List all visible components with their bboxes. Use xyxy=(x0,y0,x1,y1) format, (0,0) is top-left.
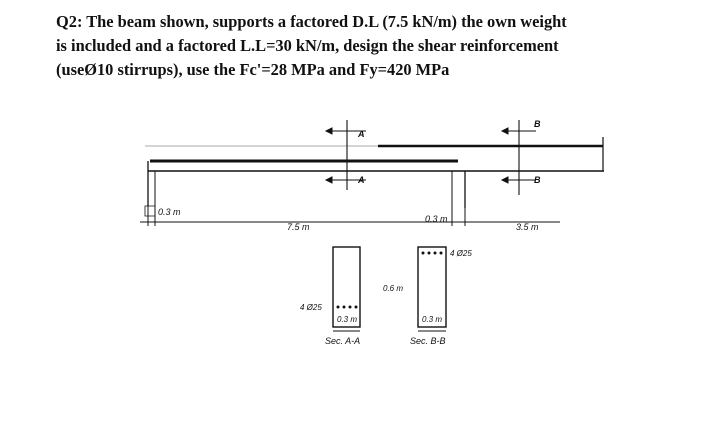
section-b-bar xyxy=(433,251,437,255)
dim-left-support-width: 0.3 m xyxy=(158,207,181,217)
section-b-width-label: 0.3 m xyxy=(422,315,442,324)
section-a-bar xyxy=(348,305,352,309)
question-line-2: is included and a factored L.L=30 kN/m, … xyxy=(56,36,559,55)
section-b-top-letter: B xyxy=(534,119,541,129)
section-b-bar xyxy=(427,251,431,255)
section-b-bottom-letter: B xyxy=(534,175,541,185)
section-b-top-arrow-head xyxy=(500,127,509,135)
left-support-box xyxy=(144,205,156,217)
section-b-bars xyxy=(421,251,443,255)
question-line-1: Q2: The beam shown, supports a factored … xyxy=(56,12,567,31)
section-b-bar xyxy=(421,251,425,255)
dim-mid-support-width: 0.3 m xyxy=(425,214,448,224)
section-b-bottom-arrow-head xyxy=(500,176,509,184)
dim-span-left: 7.5 m xyxy=(287,222,310,232)
section-a-bar xyxy=(354,305,358,309)
section-b-bar xyxy=(439,251,443,255)
dimension-line xyxy=(140,200,560,226)
section-a-bar xyxy=(336,305,340,309)
section-depth-label: 0.6 m xyxy=(383,284,403,293)
section-a-bottom-arrow-head xyxy=(324,176,333,184)
beam-elevation xyxy=(145,137,604,208)
section-b-drawing xyxy=(417,246,447,332)
section-a-bars xyxy=(336,305,358,309)
section-a-bar xyxy=(342,305,346,309)
section-b-bars-label: 4 Ø25 xyxy=(450,249,472,258)
section-b-outline xyxy=(417,246,447,328)
question-text: Q2: The beam shown, supports a factored … xyxy=(56,10,696,82)
section-markers xyxy=(324,120,536,195)
section-a-caption: Sec. A-A xyxy=(325,336,360,346)
section-b-caption: Sec. B-B xyxy=(410,336,446,346)
section-a-top-arrow-head xyxy=(324,127,333,135)
section-a-outline xyxy=(332,246,361,328)
dim-overhang: 3.5 m xyxy=(516,222,539,232)
question-line-3: (useØ10 stirrups), use the Fc'=28 MPa an… xyxy=(56,60,450,79)
section-a-drawing xyxy=(332,246,361,332)
section-a-width-label: 0.3 m xyxy=(337,315,357,324)
section-a-bars-label: 4 Ø25 xyxy=(300,303,322,312)
section-a-bottom-letter: A xyxy=(357,175,365,185)
section-a-top-letter: A xyxy=(357,129,365,139)
